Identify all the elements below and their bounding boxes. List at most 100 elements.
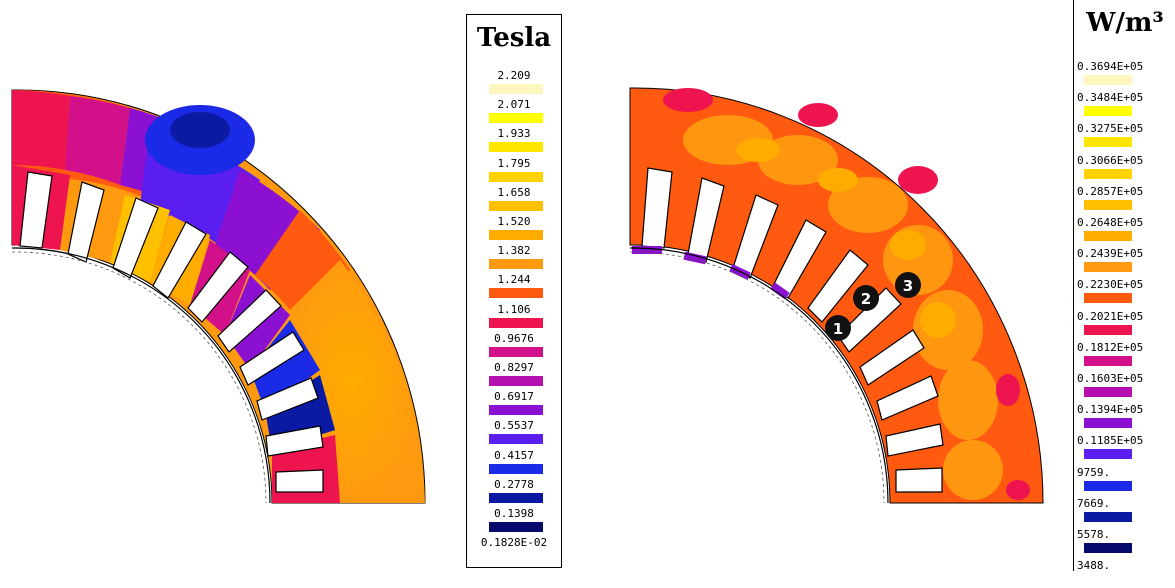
legend-entry: 0.9676 [467,332,561,361]
legend-loss-density: W/m³ 0.3694E+05 0.3484E+05 0.3275E+05 0.306… [1073,0,1175,572]
svg-text:3: 3 [903,277,913,295]
slot [641,167,673,249]
legend-value: 0.8297 [494,361,534,374]
legend-swatch [489,346,543,357]
legend-entry: 1.933 [467,127,561,156]
flux-density-plot [11,89,426,504]
legend-swatch [1084,480,1132,491]
legend-swatch [1084,262,1132,273]
legend-swatch [489,434,543,445]
legend-entry: 0.2648E+05 [1074,216,1175,245]
legend-swatch [489,200,543,211]
legend-entry: 0.2021E+05 [1074,310,1175,339]
legend-swatch [489,288,543,299]
airgap-boundary [629,247,889,504]
legend-entry: 2.071 [467,98,561,127]
legend-swatch [489,142,543,153]
legend-value: 0.1812E+05 [1077,340,1144,354]
slot [807,249,869,323]
legend-swatch [489,84,543,94]
legend-entry: 3488. [1074,559,1175,588]
slot [876,375,939,421]
legend-value: 0.1394E+05 [1077,403,1144,417]
legend-entry: 0.3275E+05 [1074,122,1175,151]
slot [885,423,944,457]
legend-value: 0.2648E+05 [1077,216,1144,229]
legend-swatch [1084,543,1132,553]
legend-title-wm3: W/m³ [1086,8,1164,38]
legend-entry: 1.520 [467,215,561,244]
legend-swatch [1084,324,1132,335]
legend-value: 1.520 [497,215,531,228]
slot [772,219,827,299]
legend-swatch [1084,231,1132,241]
legend-value: 2.071 [497,98,531,112]
slot [256,377,319,421]
slot [895,467,943,493]
legend-swatch [1084,168,1132,179]
legend-swatch [489,492,543,503]
legend-swatch [1084,511,1132,522]
slot [687,177,725,263]
legend-value: 1.106 [497,302,531,316]
legend-entry: 0.6917 [467,390,561,419]
airgap-boundary [11,247,271,504]
legend-swatch [1084,387,1132,397]
legend-entry: 0.2439E+05 [1074,247,1175,276]
legend-swatch [489,259,543,270]
legend-entry: 0.1398 [467,507,561,536]
legend-value: 5578. [1077,528,1111,541]
legend-value: 0.1828E-02 [480,536,548,550]
legend-entry: 0.8297 [467,361,561,390]
legend-entry: 0.3066E+05 [1074,154,1175,183]
legend-swatch [1084,418,1132,429]
legend-swatch [489,376,543,386]
legend-swatch [1084,355,1132,366]
legend-swatch [1084,75,1132,85]
legend-value: 0.9676 [494,331,534,345]
legend-entry: 1.658 [467,186,561,215]
legend-entry: 1.106 [467,303,561,332]
legend-swatch [489,113,543,124]
legend-value: 0.3694E+05 [1077,60,1144,73]
legend-entry: 0.1603E+05 [1074,372,1175,401]
legend-entry: 0.2857E+05 [1074,185,1175,214]
slot [265,425,324,457]
svg-text:1: 1 [833,320,843,338]
marker-2: 2 [853,285,879,311]
legend-value: 0.5537 [494,419,534,433]
legend-entry: 0.1185E+05 [1074,434,1175,463]
legend-entry: 0.5537 [467,419,561,448]
legend-entry: 0.1812E+05 [1074,341,1175,370]
legend-entry: 0.2230E+05 [1074,278,1175,307]
slot [112,197,159,279]
slot [187,251,249,323]
legend-value: 0.3484E+05 [1077,91,1144,105]
slot [152,221,207,299]
slot [275,469,324,493]
legend-value: 0.6917 [494,390,534,404]
legend-entry: 7669. [1074,497,1175,526]
legend-entry: 1.795 [467,157,561,186]
marker-1: 1 [825,315,851,341]
legend-swatch [1084,199,1132,210]
slot [217,289,282,353]
legend-value: 0.4157 [494,448,534,462]
legend-value: 1.658 [497,185,531,199]
legend-swatch [489,463,543,474]
legend-value: 9759. [1077,465,1111,479]
legend-swatch [1084,137,1132,148]
legend-value: 0.1398 [494,507,534,520]
legend-value: 0.2778 [494,477,534,491]
legend-entry: 0.4157 [467,449,561,478]
slot [19,171,53,249]
legend-entry: 1.244 [467,273,561,302]
legend-entry: 0.3484E+05 [1074,91,1175,120]
legend-entry: 0.1394E+05 [1074,403,1175,432]
slot [837,287,902,353]
legend-swatch [1084,106,1132,117]
slot [859,329,925,386]
legend-swatch [1084,449,1132,460]
legend-value: 1.382 [497,244,531,258]
